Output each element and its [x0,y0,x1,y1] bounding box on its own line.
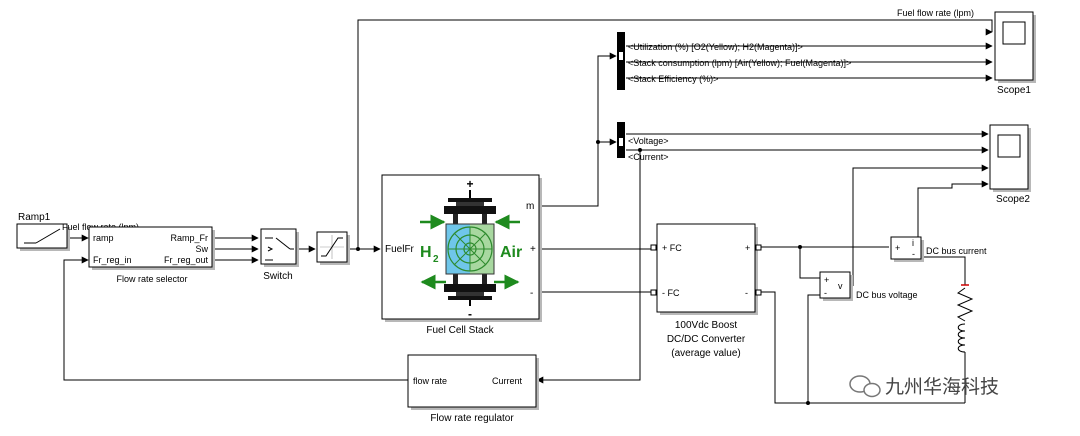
wire-m-bus1[interactable] [540,52,617,207]
wire-dc-minus[interactable] [761,291,965,404]
scope2-label: Scope2 [996,194,1030,205]
port-plus: + [530,244,536,255]
converter-title-1: 100Vdc Boost [675,320,737,331]
cm-plus: + [895,243,900,253]
port-fc-minus: - FC [662,288,680,298]
consumption-signal-label: <Stack consumption (lpm) [Air(Yellow); F… [628,58,851,68]
scope2-block[interactable]: Scope2 [989,124,1031,205]
saturation-block[interactable] [316,231,350,265]
dc-bus-current-label: DC bus current [926,246,987,256]
port-current: Current [492,376,523,386]
current-measurement-block[interactable]: + i - [890,236,924,262]
flow-rate-selector-block[interactable]: ramp Fr_reg_in Ramp_Fr Sw Fr_reg_out Flo… [88,226,215,284]
fuel-cell-stack-block[interactable]: FuelFr m + - + - [381,174,542,336]
port-minus: - [530,288,533,299]
flow-arrows-icon [420,214,520,290]
ramp-block[interactable]: Ramp1 [16,212,70,251]
wire-dc-voltage[interactable] [852,164,989,286]
wire-load-top[interactable] [924,256,966,285]
signal-wires [63,19,993,405]
watermark: 九州华海科技 [849,375,999,398]
flow-rate-regulator-block[interactable]: flow rate Current Flow rate regulator [407,354,539,424]
voltage-measurement-block[interactable]: + - v [819,271,853,301]
cm-i: i [912,238,914,248]
wire-current-reg[interactable] [536,150,641,384]
watermark-text: 九州华海科技 [885,376,999,398]
vm-v: v [838,281,843,291]
port-out-minus: - [745,288,748,298]
flow-rate-selector-label: Flow rate selector [116,274,187,284]
rl-load-block[interactable] [956,284,974,358]
voltage-signal-label: <Voltage> [628,136,669,146]
fuel-cell-stack-label: Fuel Cell Stack [426,325,494,336]
port-fr-reg-in: Fr_reg_in [93,255,132,265]
cm-minus: - [912,249,915,259]
utilization-signal-label: <Utilization (%) [O2(Yellow); H2(Magenta… [628,42,803,52]
wire-vmeas-plus[interactable] [799,247,820,279]
wire-vmeas-minus[interactable] [807,294,820,403]
switch-label: Switch [263,271,292,282]
stack-top-clamp-icon [444,190,496,224]
scope1-block[interactable]: Scope1 [994,11,1036,96]
port-fuelfr: FuelFr [385,244,415,255]
flow-rate-regulator-label: Flow rate regulator [430,413,514,424]
converter-title-3: (average value) [671,348,740,359]
vm-minus: - [824,288,827,298]
port-fc-plus: + FC [662,243,682,253]
switch-block[interactable]: Switch [260,228,299,282]
wire-fr-reg-in[interactable] [63,256,408,381]
wechat-icon [849,375,881,398]
bus-selector-1[interactable] [617,32,625,90]
stack-bottom-minus: - [468,307,472,321]
bus-selector-2[interactable] [617,122,625,158]
port-ramp: ramp [93,233,114,243]
dc-bus-voltage-label: DC bus voltage [856,290,918,300]
fuel-flow-top-label: Fuel flow rate (lpm) [897,8,974,18]
wire-dc-current[interactable] [917,180,989,240]
port-sw: Sw [195,244,208,254]
efficiency-signal-label: <Stack Efficiency (%)> [628,74,718,84]
converter-title-2: DC/DC Converter [667,334,746,345]
vm-plus: + [824,275,829,285]
stack-bottom-clamp-icon [444,274,496,306]
scope1-label: Scope1 [997,85,1031,96]
wire-fuel-flow-top[interactable] [357,19,993,249]
air-label: Air [500,244,522,261]
dcdc-converter-block[interactable]: + FC - FC + - 100Vdc Boost DC/DC Convert… [650,223,762,359]
stack-top-plus: + [466,177,473,191]
port-fr-reg-out: Fr_reg_out [164,255,209,265]
port-ramp-fr: Ramp_Fr [170,233,208,243]
h2-subscript: 2 [433,254,439,265]
port-flow-rate: flow rate [413,376,447,386]
ramp-label: Ramp1 [18,212,51,223]
fuel-cell-icon [445,223,495,275]
current-signal-label: <Current> [628,152,669,162]
port-m: m [526,201,534,212]
port-out-plus: + [745,243,750,253]
h2-label: H [420,244,432,261]
